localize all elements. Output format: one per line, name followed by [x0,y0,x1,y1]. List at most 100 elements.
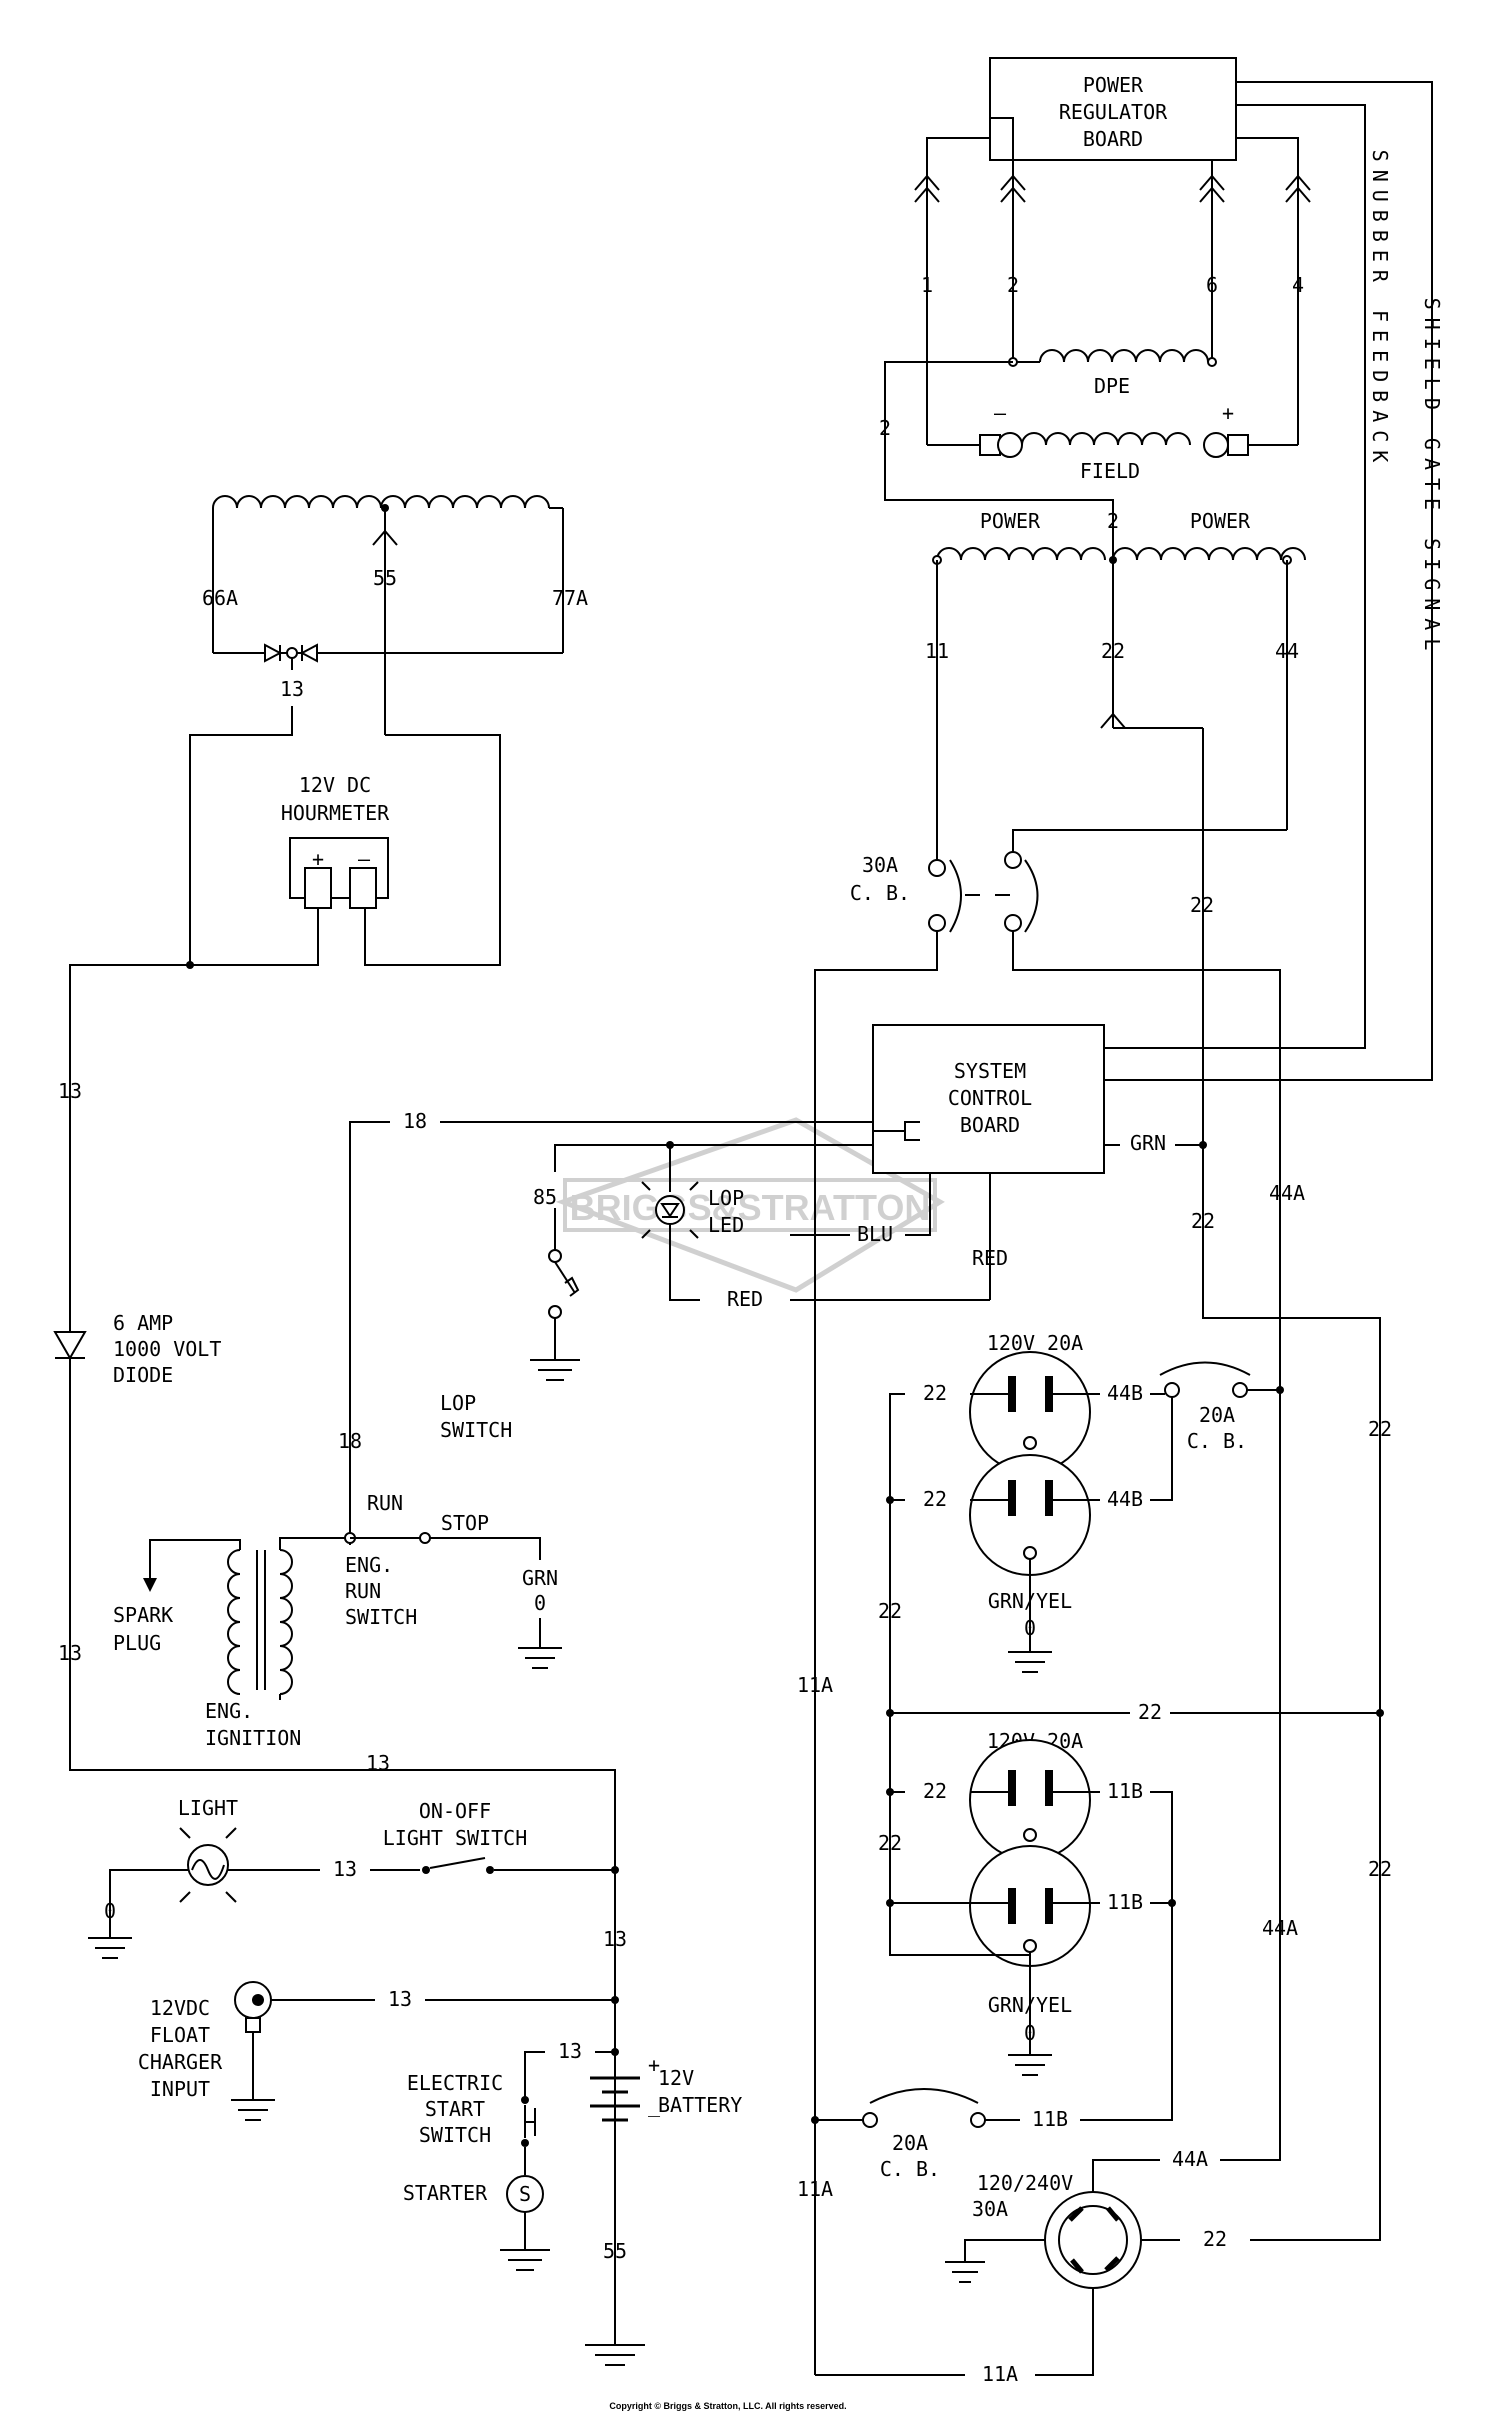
svg-text:13: 13 [366,1751,390,1775]
svg-text:2: 2 [1007,273,1019,297]
snubber-feedback-label: SNUBBER FEEDBACK [1368,150,1392,471]
system-control-board: SYSTEM CONTROL BOARD [872,1024,1105,1174]
svg-text:HOURMETER: HOURMETER [281,801,390,825]
svg-text:11A: 11A [982,2362,1018,2386]
svg-text:66A: 66A [202,586,238,610]
svg-text:RUN: RUN [367,1491,403,1515]
svg-text:85: 85 [533,1185,557,1209]
svg-text:11A: 11A [797,2177,833,2201]
svg-text:1000 VOLT: 1000 VOLT [113,1337,221,1361]
svg-text:SYSTEM: SYSTEM [954,1059,1026,1083]
svg-text:BRIGGS&STRATTON: BRIGGS&STRATTON [570,1187,931,1228]
svg-text:PLUG: PLUG [113,1631,161,1655]
svg-text:SWITCH: SWITCH [440,1418,512,1442]
svg-text:4: 4 [1292,273,1304,297]
svg-text:0: 0 [104,1899,116,1923]
svg-text:GRN: GRN [522,1566,558,1590]
dpe-winding: DPE 2 [879,349,1217,560]
svg-text:12V DC: 12V DC [299,773,371,797]
svg-text:+: + [1222,401,1234,425]
receptacle-120v-20a-upper: 120V 20A GRN/YEL 0 44B 44B 22 22 22 [878,1331,1165,1713]
svg-text:18: 18 [338,1429,362,1453]
svg-text:LIGHT SWITCH: LIGHT SWITCH [383,1826,528,1850]
svg-text:RED: RED [727,1287,763,1311]
wire-13-vertical-label: 13 [603,1927,627,1951]
svg-text:13: 13 [388,1987,412,2011]
svg-text:55: 55 [373,566,397,590]
svg-text:RED: RED [972,1246,1008,1270]
svg-text:LED: LED [708,1213,744,1237]
svg-text:POWER: POWER [980,509,1041,533]
field-winding: – + FIELD [927,401,1298,483]
svg-text:11B: 11B [1032,2107,1068,2131]
snubber-feedback-wire [1104,104,1366,1049]
svg-text:BOARD: BOARD [960,1113,1020,1137]
svg-text:18: 18 [403,1109,427,1133]
svg-text:INPUT: INPUT [150,2077,210,2101]
svg-text:22: 22 [923,1381,947,1405]
breaker-20a-lower: 11B 20A C. B. 11A [797,2088,1068,2201]
svg-text:STARTER: STARTER [403,2181,488,2205]
svg-text:START: START [425,2097,485,2121]
svg-text:55: 55 [603,2239,627,2263]
wire-22-right [1202,1242,1381,2241]
svg-text:22: 22 [923,1779,947,1803]
briggs-stratton-watermark: BRIGGS&STRATTON [555,1117,945,1293]
shield-gate-wire [1104,81,1433,1081]
svg-text:ENG.: ENG. [205,1699,253,1723]
svg-text:BLU: BLU [857,1222,893,1246]
svg-text:22: 22 [1138,1700,1162,1724]
svg-text:IGNITION: IGNITION [205,1726,301,1750]
svg-text:C. B.: C. B. [1187,1429,1247,1453]
svg-text:SWITCH: SWITCH [345,1605,417,1629]
svg-text:REGULATOR: REGULATOR [1059,100,1168,124]
svg-text:22: 22 [1191,1209,1215,1233]
svg-text:44A: 44A [1269,1181,1305,1205]
svg-text:C. B.: C. B. [880,2157,940,2181]
svg-text:FIELD: FIELD [1080,459,1140,483]
svg-text:1: 1 [921,273,933,297]
svg-text:CHARGER: CHARGER [138,2050,223,2074]
svg-text:ENG.: ENG. [345,1553,393,1577]
svg-text:0: 0 [534,1591,546,1615]
svg-text:–: – [994,401,1007,425]
svg-text:22: 22 [1368,1417,1392,1441]
svg-text:STOP: STOP [441,1511,489,1535]
svg-text:120/240V: 120/240V [977,2171,1073,2195]
svg-text:SNUBBER FEEDBACK: SNUBBER FEEDBACK [1368,150,1392,471]
svg-text:44B: 44B [1107,1381,1143,1405]
wire-18: 18 18 [338,1109,873,1545]
svg-text:LOP: LOP [708,1186,744,1210]
svg-text:SPARK: SPARK [113,1603,173,1627]
svg-text:13: 13 [58,1641,82,1665]
svg-text:11B: 11B [1107,1779,1143,1803]
svg-text:44B: 44B [1107,1487,1143,1511]
power-regulator-board: POWER REGULATOR BOARD [989,57,1237,161]
svg-text:+: + [648,2053,660,2077]
svg-text:+: + [312,847,324,871]
light: LIGHT 0 13 ON-OFF LIGHT SWITCH [88,1796,619,1959]
svg-text:DPE: DPE [1094,374,1130,398]
svg-text:13: 13 [58,1079,82,1103]
svg-text:LIGHT: LIGHT [178,1796,238,1820]
svg-text:S: S [519,2182,531,2206]
battery-12v: + 12V _ BATTERY 55 [585,2000,742,2366]
svg-text:6 AMP: 6 AMP [113,1311,173,1335]
svg-text:LOP: LOP [440,1391,476,1415]
electric-start-switch: 13 ELECTRIC START SWITCH S STARTER [403,2039,615,2271]
svg-text:11A: 11A [797,1673,833,1697]
svg-text:_: _ [648,2093,661,2117]
copyright-notice: Copyright © Briggs & Stratton, LLC. All … [609,2401,846,2411]
hourmeter-stator: 66A 55 77A 13 [202,495,588,735]
svg-text:BATTERY: BATTERY [658,2093,742,2117]
lop-led: LOP LED RED RED BLU [641,1141,1008,1311]
svg-text:13: 13 [280,677,304,701]
svg-text:BOARD: BOARD [1083,127,1143,151]
svg-text:44A: 44A [1262,1916,1298,1940]
engine-ignition: RUN STOP GRN 0 ENG. RUN SWITCH SPARK PLU… [113,1491,562,1750]
svg-text:11B: 11B [1107,1890,1143,1914]
svg-text:CONTROL: CONTROL [948,1086,1032,1110]
svg-text:ELECTRIC: ELECTRIC [407,2071,503,2095]
power-windings: POWER 2 POWER 11 22 44 [925,509,1306,860]
